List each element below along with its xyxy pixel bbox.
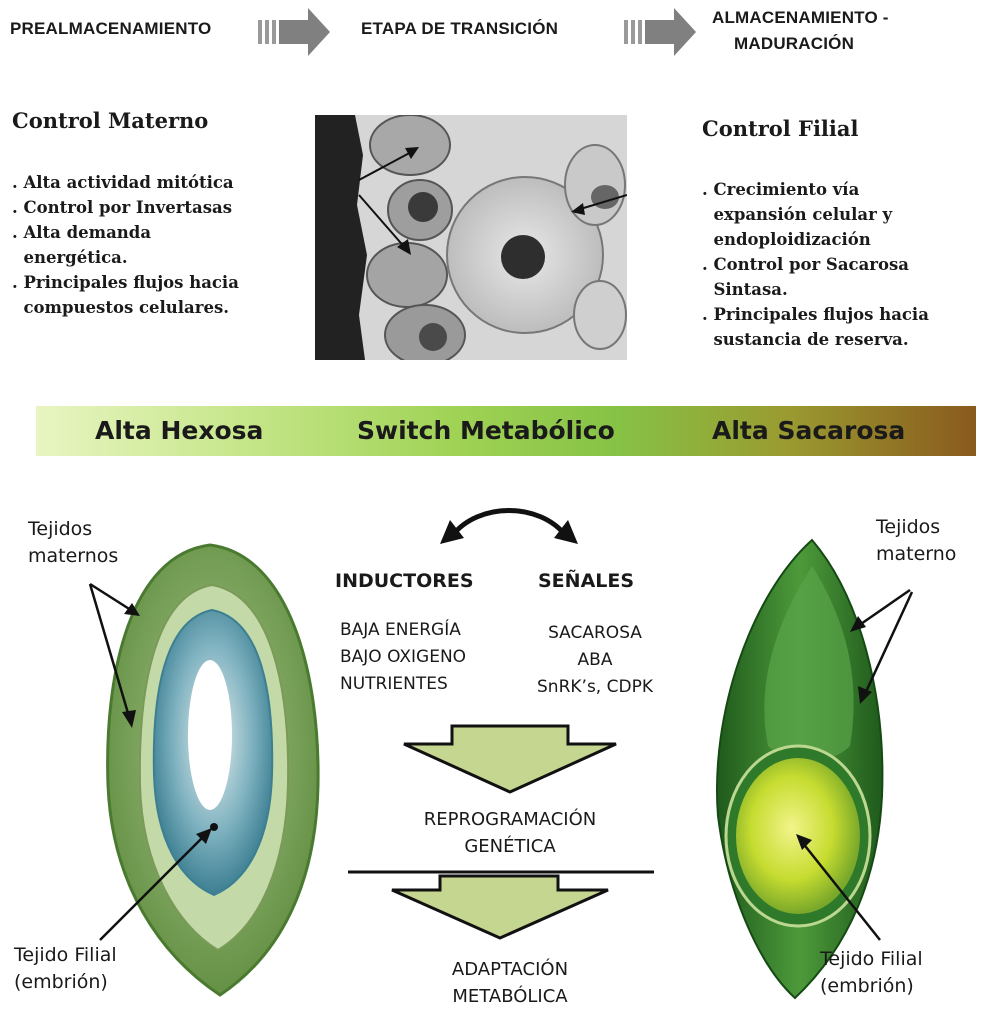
stage-maduracion: MADURACIÓN xyxy=(734,34,854,54)
list-item: expansión celular y xyxy=(702,202,929,227)
signals-list: SACAROSA ABA SnRK’s, CDPK xyxy=(520,620,670,701)
list-item: BAJO OXIGENO xyxy=(340,644,466,671)
down-arrow-2 xyxy=(340,862,660,942)
stage-arrow-1 xyxy=(256,4,336,64)
stage-almacenamiento: ALMACENAMIENTO - xyxy=(712,8,889,28)
right-maternal-label: Tejidos materno xyxy=(876,514,956,568)
signals-title: SEÑALES xyxy=(538,570,634,592)
stage-transicion: ETAPA DE TRANSICIÓN xyxy=(361,19,558,39)
list-item: ABA xyxy=(520,647,670,674)
list-item: sustancia de reserva. xyxy=(702,327,929,352)
list-item: . Control por Sacarosa xyxy=(702,252,929,277)
control-filial-title: Control Filial xyxy=(702,116,858,141)
left-maternal-arrows xyxy=(60,570,160,740)
control-materno-list: . Alta actividad mitótica . Control por … xyxy=(12,170,239,320)
list-item: . Control por Invertasas xyxy=(12,195,239,220)
list-item: . Alta demanda xyxy=(12,220,239,245)
left-filial-label: Tejido Filial (embrión) xyxy=(14,942,117,996)
adaptacion-metabolica: ADAPTACIÓN METABÓLICA xyxy=(370,956,650,1010)
list-item: . Crecimiento vía xyxy=(702,177,929,202)
left-maternal-label: Tejidos maternos xyxy=(28,516,118,570)
list-item: . Principales flujos hacia xyxy=(12,270,239,295)
list-item: . Principales flujos hacia xyxy=(702,302,929,327)
cell-micrograph xyxy=(315,115,627,360)
band-switch-metabolico: Switch Metabólico xyxy=(357,416,615,445)
list-item: energética. xyxy=(12,245,239,270)
reprogramacion-genetica: REPROGRAMACIÓN GENÉTICA xyxy=(370,806,650,860)
inductors-list: BAJA ENERGÍA BAJO OXIGENO NUTRIENTES xyxy=(340,617,466,698)
list-item: NUTRIENTES xyxy=(340,671,466,698)
right-maternal-arrows xyxy=(840,580,940,720)
list-item: compuestos celulares. xyxy=(12,295,239,320)
band-alta-hexosa: Alta Hexosa xyxy=(95,416,263,445)
list-item: Sintasa. xyxy=(702,277,929,302)
control-filial-list: . Crecimiento vía expansión celular y en… xyxy=(702,177,929,352)
right-filial-label: Tejido Filial (embrión) xyxy=(820,946,923,1000)
left-filial-arrow xyxy=(90,820,230,950)
list-item: SACAROSA xyxy=(520,620,670,647)
right-filial-arrow xyxy=(780,830,900,950)
list-item: . Alta actividad mitótica xyxy=(12,170,239,195)
inductors-title: INDUCTORES xyxy=(335,570,474,592)
curved-double-arrow xyxy=(430,498,590,550)
list-item: endoploidización xyxy=(702,227,929,252)
down-arrow-1 xyxy=(380,718,640,798)
stage-arrow-2 xyxy=(622,4,702,64)
list-item: SnRK’s, CDPK xyxy=(520,674,670,701)
list-item: BAJA ENERGÍA xyxy=(340,617,466,644)
band-alta-sacarosa: Alta Sacarosa xyxy=(712,416,905,445)
control-materno-title: Control Materno xyxy=(12,108,208,133)
stage-prealmacenamiento: PREALMACENAMIENTO xyxy=(10,19,211,39)
